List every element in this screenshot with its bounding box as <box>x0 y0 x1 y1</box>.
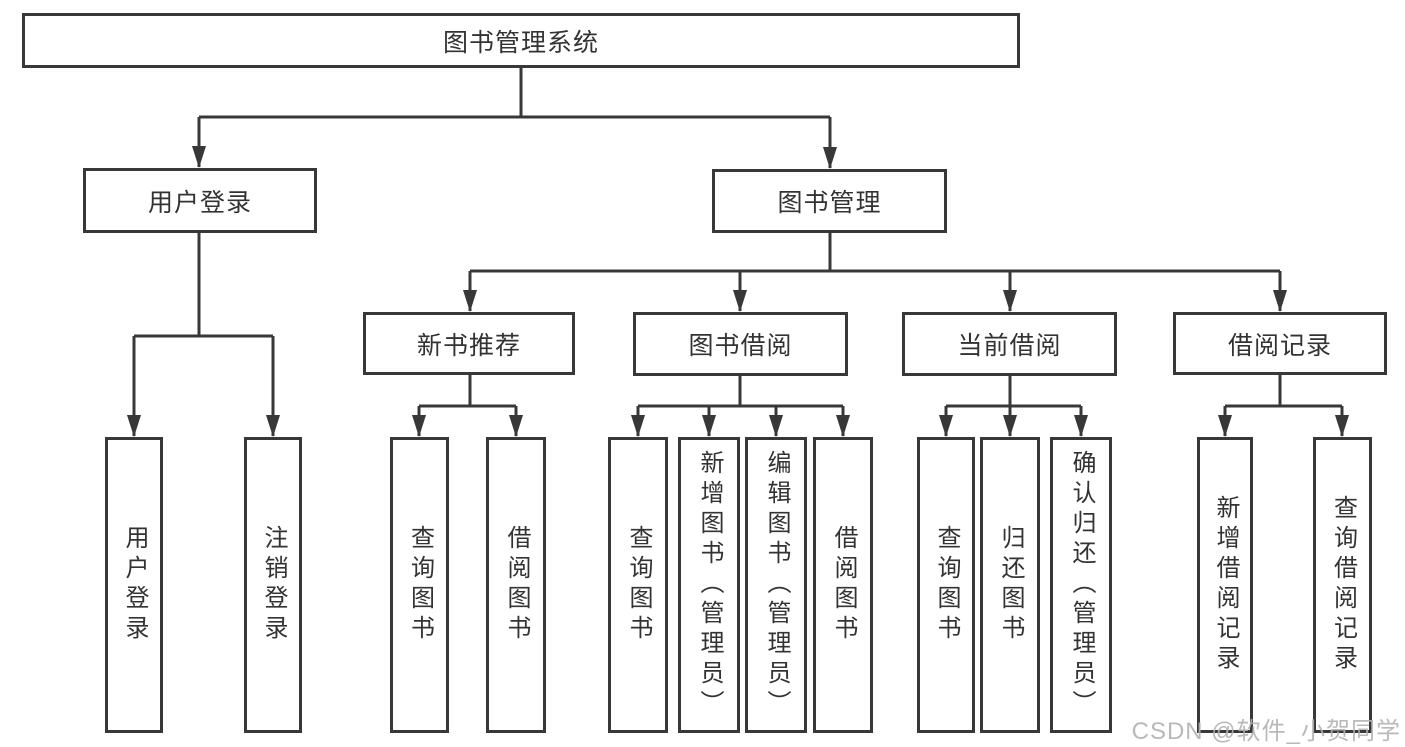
leaf-logout-label: 注销登录 <box>260 525 287 645</box>
node-new-book-recommend-label: 新书推荐 <box>416 331 521 360</box>
node-new-book-recommend: 新书推荐 <box>363 312 575 375</box>
arrow-group <box>127 117 1349 437</box>
leaf-edit-book-admin-label: 编辑图书（管理员） <box>763 450 790 720</box>
csdn-watermark: CSDN @软件_小贺同学 <box>1131 718 1401 745</box>
leaf-query-borrow-record: 查询借阅记录 <box>1313 437 1372 733</box>
leaf-return-book-label: 归还图书 <box>997 525 1024 645</box>
leaf-borrow-books-recommend-label: 借阅图书 <box>503 525 530 645</box>
node-current-borrow-label: 当前借阅 <box>957 332 1062 360</box>
node-borrow-records-label: 借阅记录 <box>1227 331 1332 360</box>
leaf-user-login: 用户登录 <box>105 437 163 733</box>
leaf-logout: 注销登录 <box>244 437 302 733</box>
leaf-query-books-current-label: 查询图书 <box>933 525 960 645</box>
node-book-borrow: 图书借阅 <box>633 312 848 376</box>
node-book-borrow-label: 图书借阅 <box>688 332 793 360</box>
node-book-management: 图书管理 <box>712 169 947 233</box>
node-root-label: 图书管理系统 <box>442 28 599 57</box>
leaf-borrow-books-recommend: 借阅图书 <box>486 437 546 733</box>
leaf-query-books-borrow: 查询图书 <box>608 437 668 733</box>
leaf-add-borrow-record: 新增借阅记录 <box>1197 437 1253 733</box>
node-user-login-label: 用户登录 <box>147 188 252 217</box>
leaf-confirm-return-admin-label: 确认归还（管理员） <box>1068 450 1095 720</box>
leaf-query-books-recommend: 查询图书 <box>390 437 449 733</box>
leaf-edit-book-admin: 编辑图书（管理员） <box>745 437 807 733</box>
leaf-add-book-admin: 新增图书（管理员） <box>678 437 740 733</box>
node-user-login: 用户登录 <box>83 168 317 233</box>
leaf-add-book-admin-label: 新增图书（管理员） <box>696 450 723 720</box>
leaf-add-borrow-record-label: 新增借阅记录 <box>1212 495 1239 675</box>
node-book-management-label: 图书管理 <box>777 189 882 217</box>
leaf-query-books-current: 查询图书 <box>917 437 975 733</box>
node-borrow-records: 借阅记录 <box>1173 312 1387 375</box>
leaf-query-borrow-record-label: 查询借阅记录 <box>1329 495 1357 675</box>
leaf-borrow-books: 借阅图书 <box>813 437 873 733</box>
leaf-query-books-borrow-label: 查询图书 <box>625 525 652 645</box>
node-current-borrow: 当前借阅 <box>902 312 1117 376</box>
leaf-query-books-recommend-label: 查询图书 <box>406 525 434 645</box>
connector-path <box>134 68 1342 408</box>
leaf-confirm-return-admin: 确认归还（管理员） <box>1050 437 1112 733</box>
leaf-borrow-books-label: 借阅图书 <box>830 525 857 645</box>
leaf-return-book: 归还图书 <box>980 437 1040 733</box>
node-root: 图书管理系统 <box>22 13 1020 68</box>
leaf-user-login-label: 用户登录 <box>121 525 148 645</box>
